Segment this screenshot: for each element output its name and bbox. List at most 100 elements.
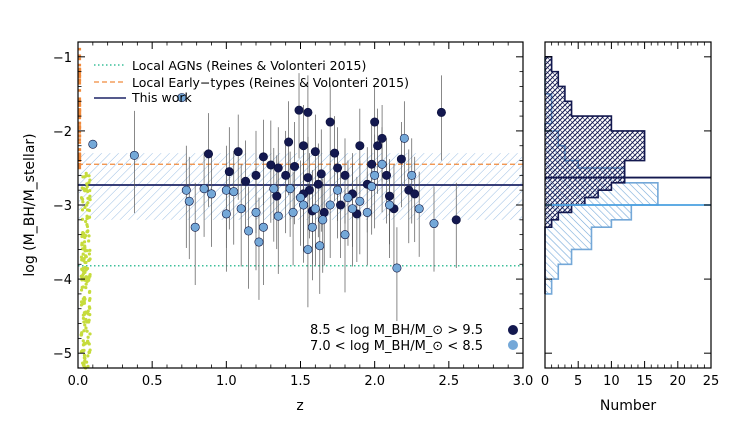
local-agn-point	[85, 174, 89, 178]
high-mass-histogram-bar	[545, 182, 612, 191]
local-agn-point	[81, 316, 86, 321]
local-agn-point	[86, 354, 90, 358]
high-mass-histogram-bar	[545, 212, 559, 220]
hist-x-tick-label: 0	[541, 374, 549, 389]
local-agn-point	[80, 217, 85, 221]
low-mass-point	[392, 263, 402, 273]
local-agn-point	[85, 222, 89, 227]
high-mass-point	[382, 170, 392, 180]
local-early-type-point	[78, 141, 82, 144]
low-mass-point	[269, 184, 279, 194]
high-mass-histogram-bar	[545, 197, 585, 205]
local-agn-point	[79, 288, 84, 292]
local-agn-point	[81, 339, 85, 343]
low-mass-point	[199, 184, 209, 194]
legend-local-agn-label: Local AGNs (Reines & Volonteri 2015)	[132, 58, 366, 73]
low-mass-histogram-bar	[545, 227, 592, 235]
high-mass-point	[384, 191, 394, 201]
high-mass-point	[330, 148, 340, 158]
low-mass-point	[315, 241, 325, 251]
local-agn-point	[79, 255, 84, 259]
low-mass-point	[273, 211, 283, 221]
hist-x-tick-label: 25	[703, 374, 720, 389]
local-early-type-point	[78, 67, 82, 71]
low-mass-point	[325, 200, 335, 210]
local-agn-point	[84, 311, 89, 315]
local-agn-point	[88, 178, 92, 182]
local-agn-point	[85, 208, 90, 212]
local-early-type-point	[78, 163, 82, 166]
local-agn-point	[80, 247, 85, 251]
low-mass-histogram-bar	[545, 264, 559, 272]
low-mass-point	[355, 196, 365, 206]
low-mass-point	[340, 230, 350, 240]
local-agn-point	[80, 258, 84, 262]
low-mass-point	[429, 219, 439, 229]
local-agn-point	[79, 196, 84, 200]
low-mass-point	[318, 215, 328, 225]
local-agn-point	[84, 219, 88, 224]
low-mass-point	[399, 133, 409, 143]
high-mass-point	[370, 117, 380, 127]
series-legend-low-label: 7.0 < log M_BH/M_⊙ < 8.5	[310, 339, 483, 354]
local-early-type-point	[78, 57, 82, 61]
local-agn-point	[86, 364, 90, 368]
local-agn-point	[87, 350, 91, 355]
local-early-type-point	[78, 73, 82, 77]
histogram-y-ticks	[545, 56, 711, 354]
local-agn-point	[84, 317, 88, 322]
low-mass-histogram-bar	[545, 256, 572, 265]
low-mass-histogram-bar	[545, 212, 632, 220]
low-mass-histogram-bar	[545, 190, 658, 198]
high-mass-histogram-bar	[545, 167, 625, 176]
legend: Local AGNs (Reines & Volonteri 2015) Loc…	[94, 58, 409, 105]
high-mass-histogram-bar	[545, 86, 565, 94]
low-mass-point	[347, 204, 357, 214]
local-agn-point	[82, 299, 86, 303]
local-agn-point	[87, 174, 91, 178]
high-mass-histogram-bar	[545, 123, 612, 131]
local-early-type-point	[78, 82, 82, 85]
y-axis-ticks: −1−2−3−4−5	[53, 51, 523, 369]
high-mass-histogram-bar	[545, 93, 565, 102]
high-mass-point	[290, 161, 300, 171]
high-mass-point	[436, 107, 446, 117]
local-agn-point	[79, 274, 83, 278]
high-mass-point	[319, 207, 329, 217]
x-tick-label: 1.5	[290, 374, 311, 389]
high-mass-histogram-bar	[545, 153, 645, 161]
histogram-reference-lines	[545, 176, 711, 206]
series-legend: 8.5 < log M_BH/M_⊙ > 9.5 7.0 < log M_BH/…	[310, 323, 518, 354]
y-axis-label: log (M_BH/M_stellar)	[22, 133, 38, 276]
local-early-type-point	[78, 134, 82, 138]
low-mass-point	[362, 207, 372, 217]
high-mass-point	[316, 169, 326, 179]
local-early-type-point	[78, 116, 82, 120]
local-early-type-point	[78, 110, 82, 114]
low-mass-histogram-bar	[545, 279, 552, 287]
high-mass-point	[241, 176, 251, 186]
local-early-type-point	[78, 104, 82, 107]
local-early-type-point	[78, 75, 82, 78]
high-mass-histogram-bar	[545, 130, 645, 139]
high-mass-point	[325, 117, 335, 127]
local-early-type-point	[78, 148, 82, 151]
local-agn-point	[81, 285, 85, 289]
local-agn-point	[80, 243, 84, 247]
local-agn-point	[88, 248, 92, 252]
x-tick-label: 1.0	[216, 374, 237, 389]
high-mass-point	[251, 170, 261, 180]
local-agn-point	[88, 194, 92, 198]
high-mass-histogram-bar	[545, 108, 572, 117]
low-mass-point	[177, 93, 187, 103]
high-mass-point	[310, 147, 320, 157]
high-mass-point	[298, 141, 308, 151]
high-mass-histogram-bar	[545, 160, 625, 168]
high-mass-histogram-bar	[545, 79, 559, 87]
low-mass-point	[221, 185, 231, 195]
low-mass-histogram-bar	[545, 286, 552, 294]
local-agn-point	[88, 297, 92, 301]
local-agn-point	[80, 208, 85, 212]
low-mass-histogram-bar	[545, 234, 592, 243]
